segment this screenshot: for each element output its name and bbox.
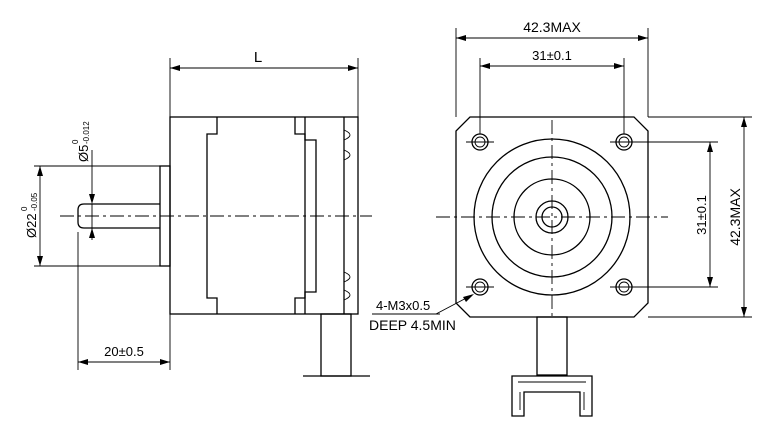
dim-hole-w-label: 31±0.1 xyxy=(532,48,572,63)
dim-flange-tol-upper: 0 xyxy=(20,206,29,211)
dim-shaft-arrow-bottom xyxy=(89,228,95,238)
rear-screw-top xyxy=(343,129,351,161)
rear-screw-bottom xyxy=(343,271,351,301)
stator-right-edge xyxy=(294,117,306,314)
thread-label: 4-M3x0.5 xyxy=(376,298,430,313)
dim-shaft-label: Ø5 xyxy=(76,145,91,162)
dim-shaft-arrow-top xyxy=(89,194,95,204)
dim-hole-h-label: 31±0.1 xyxy=(694,195,709,235)
dim-l-label: L xyxy=(254,49,262,66)
dim-flange-label-group: Ø22 0 -0.05 xyxy=(20,192,39,238)
motor-body-outline xyxy=(169,116,359,315)
dim-shaft-tol-lower: -0.012 xyxy=(82,121,91,144)
connector-details xyxy=(518,381,586,410)
thread-leader-arrow xyxy=(463,294,474,302)
dim-shaft-tol-upper: 0 xyxy=(71,139,80,144)
rear-cap-step xyxy=(304,117,317,314)
depth-label: DEEP 4.5MIN xyxy=(369,317,456,333)
cable-bundle xyxy=(320,313,352,377)
dim-shaft-len-label: 20±0.5 xyxy=(104,344,144,359)
dim-shaft-len-arrows xyxy=(78,359,170,365)
front-view: 42.3MAX 31±0.1 31±0.1 42.3MAX 4-M3x0.5 D… xyxy=(369,19,752,417)
stator-left-edge xyxy=(206,117,218,314)
dim-flange-label: Ø22 xyxy=(24,213,39,238)
dim-flange-arrows xyxy=(37,166,43,266)
front-cable-bundle xyxy=(536,316,568,376)
dim-shaft-label-group: Ø5 0 -0.012 xyxy=(71,121,91,162)
dim-height-label: 42.3MAX xyxy=(727,188,743,246)
connector-housing xyxy=(511,375,593,417)
dim-width-label: 42.3MAX xyxy=(523,19,581,35)
front-face-outline xyxy=(455,116,649,318)
dim-flange-tol-lower: -0.05 xyxy=(30,192,39,211)
side-view: L Ø22 0 -0.05 Ø5 0 -0.012 20±0.5 xyxy=(20,49,372,377)
